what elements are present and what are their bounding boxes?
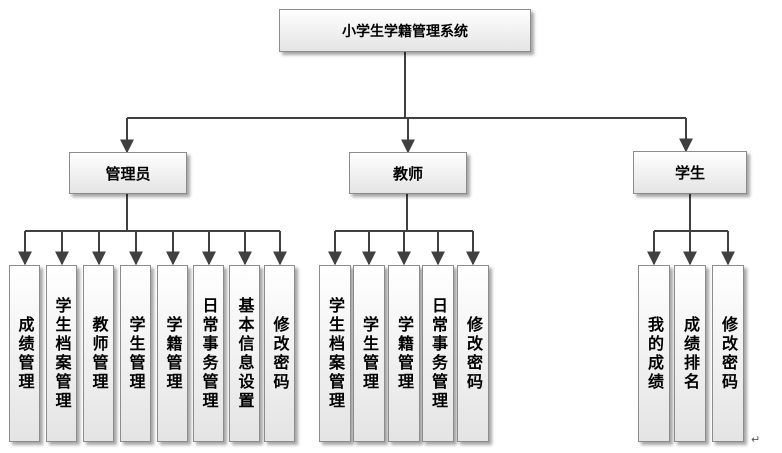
leaf-label: 日常事务管理 xyxy=(199,296,219,411)
leaf-teacher-4[interactable]: 修改密码 xyxy=(457,265,489,442)
leaf-admin-0[interactable]: 成绩管理 xyxy=(9,265,40,442)
branch-label-teacher: 教师 xyxy=(392,164,423,183)
leaf-label: 学籍管理 xyxy=(163,315,183,392)
root-node[interactable]: 小学生学籍管理系统 xyxy=(279,9,531,52)
leaf-label: 学生档案管理 xyxy=(326,296,345,411)
leaf-student-2[interactable]: 修改密码 xyxy=(712,265,744,442)
leaf-student-1[interactable]: 成绩排名 xyxy=(674,265,706,442)
leaf-label: 修改密码 xyxy=(719,315,738,392)
branch-node-student[interactable]: 学生 xyxy=(633,151,747,194)
leaf-admin-2[interactable]: 教师管理 xyxy=(83,265,114,442)
leaf-label: 学籍管理 xyxy=(395,315,414,392)
leaf-student-0[interactable]: 我的成绩 xyxy=(638,265,670,442)
branch-node-teacher[interactable]: 教师 xyxy=(349,152,467,194)
paragraph-mark: ↵ xyxy=(751,433,761,446)
leaf-admin-3[interactable]: 学生管理 xyxy=(120,265,151,442)
branch-node-admin[interactable]: 管理员 xyxy=(69,152,187,194)
leaf-admin-6[interactable]: 基本信息设置 xyxy=(229,265,260,442)
leaf-admin-5[interactable]: 日常事务管理 xyxy=(193,265,224,442)
root-label: 小学生学籍管理系统 xyxy=(342,23,468,40)
leaf-label: 成绩管理 xyxy=(15,315,35,392)
leaf-admin-4[interactable]: 学籍管理 xyxy=(157,265,188,442)
leaf-admin-7[interactable]: 修改密码 xyxy=(264,265,295,442)
leaf-label: 教师管理 xyxy=(89,315,109,392)
leaf-teacher-0[interactable]: 学生档案管理 xyxy=(319,265,351,442)
leaf-teacher-1[interactable]: 学生管理 xyxy=(353,265,385,442)
leaf-teacher-3[interactable]: 日常事务管理 xyxy=(422,265,454,442)
leaf-label: 学生管理 xyxy=(126,315,146,392)
leaf-label: 日常事务管理 xyxy=(429,296,448,411)
leaf-label: 修改密码 xyxy=(270,315,290,392)
leaf-label: 我的成绩 xyxy=(645,315,664,392)
branch-label-admin: 管理员 xyxy=(105,164,151,183)
leaf-admin-1[interactable]: 学生档案管理 xyxy=(46,265,77,442)
leaf-label: 基本信息设置 xyxy=(235,296,255,411)
leaf-label: 学生档案管理 xyxy=(52,296,72,411)
leaf-teacher-2[interactable]: 学籍管理 xyxy=(388,265,420,442)
leaf-label: 学生管理 xyxy=(360,315,379,392)
branch-label-student: 学生 xyxy=(674,164,705,182)
leaf-label: 成绩排名 xyxy=(681,315,700,392)
leaf-label: 修改密码 xyxy=(464,315,483,392)
